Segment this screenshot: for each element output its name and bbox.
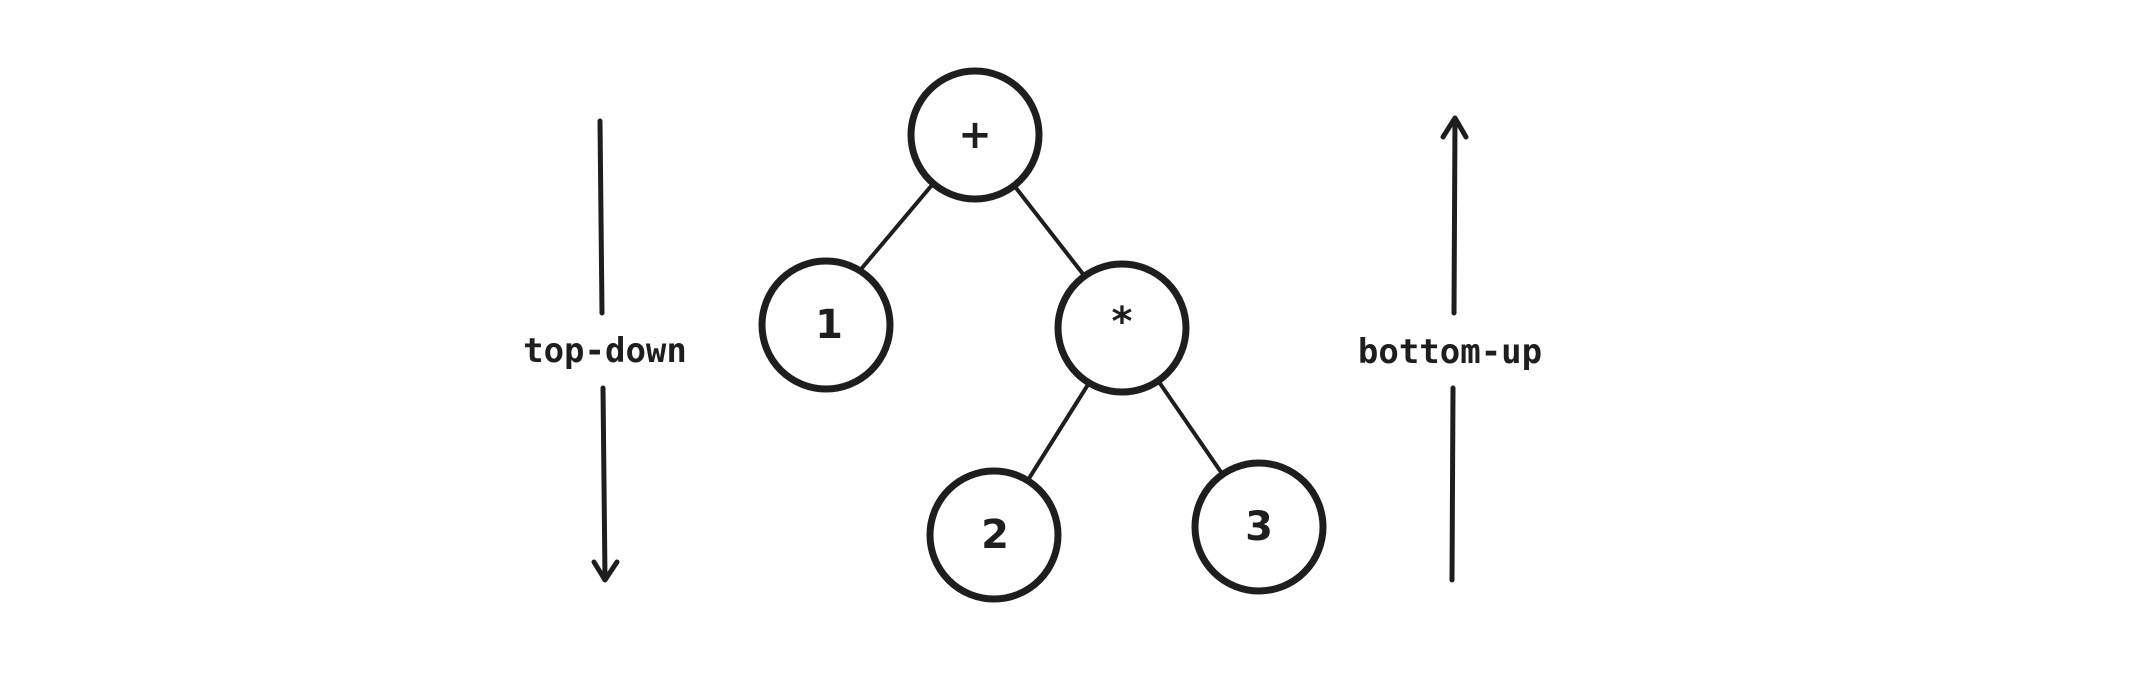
edge-mult-to-two [1026,381,1091,482]
node-three-label: 3 [1245,504,1273,550]
bottom-up-arrow-upper-segment [1451,117,1458,316]
node-mult: * [1054,260,1190,396]
up-arrowhead-icon [1440,115,1469,140]
edge-mult-to-three [1157,380,1225,477]
node-one: 1 [758,257,894,393]
top-down-arrow-upper-segment [597,118,605,316]
bottom-up-arrow-lower-segment [1449,385,1456,583]
node-two: 2 [926,467,1062,603]
node-two-circle [926,467,1062,603]
bottom-up-arrow: bottom-up [1358,115,1542,583]
node-root-circle [907,67,1043,203]
node-one-circle [758,257,894,393]
node-one-label: 1 [815,302,843,348]
node-root: + [907,67,1043,203]
node-three: 3 [1191,459,1327,595]
top-down-arrow-lower-segment [600,385,608,581]
node-two-label: 2 [981,512,1009,558]
node-mult-label: * [1112,299,1133,345]
node-root-label: + [958,112,992,158]
edge-root-to-mult [1014,186,1085,276]
edge-root-to-one [860,183,934,270]
top-down-label: top-down [523,331,687,371]
down-arrowhead-icon [591,559,620,583]
tree-edges [860,183,1225,482]
top-down-arrow: top-down [523,118,687,583]
node-three-circle [1191,459,1327,595]
bottom-up-label: bottom-up [1358,332,1542,372]
node-mult-circle [1054,260,1190,396]
